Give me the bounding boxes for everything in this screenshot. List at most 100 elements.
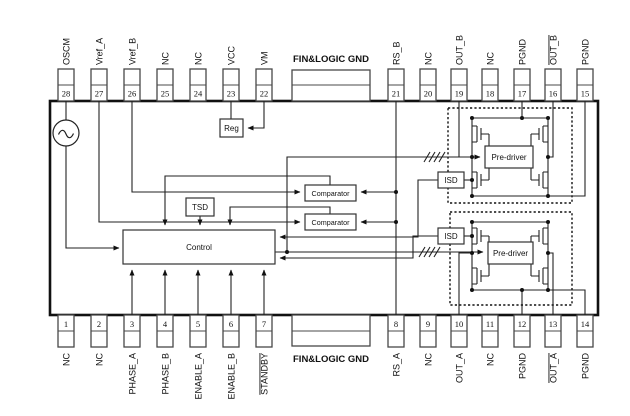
svg-text:PGND: PGND [581,38,591,65]
bridge-b-gate-leads [488,134,532,180]
svg-text:ISD: ISD [444,232,458,241]
svg-text:4: 4 [163,319,168,329]
svg-text:2: 2 [97,319,101,329]
junction-dots [285,116,550,292]
svg-text:19: 19 [455,89,464,99]
pin-8: 8RS_A [387,314,405,377]
ic-body-outline [48,99,600,317]
svg-text:NC: NC [95,353,105,366]
svg-text:ISD: ISD [444,176,458,185]
svg-text:27: 27 [95,89,104,99]
svg-text:RS_B: RS_B [392,41,402,65]
svg-text:1: 1 [64,319,68,329]
wire-osc-to-control [65,146,120,251]
pin-20: 20 NC [419,52,437,102]
tilde-icon [57,129,75,139]
svg-text:15: 15 [581,89,590,99]
bridge-a-rails [471,221,549,290]
bus-slash-b [423,151,446,163]
svg-text:13: 13 [549,319,558,329]
svg-text:OUT_A: OUT_A [455,353,465,383]
wire-isd2-to-control [279,235,438,261]
gnd-label-top: FIN&LOGIC GND [293,54,369,65]
svg-text:NC: NC [161,52,171,65]
pin-26: 26 Vref_B [123,38,141,102]
pin-15: 15 PGND [576,38,594,102]
svg-text:7: 7 [262,319,266,329]
svg-text:Comparator: Comparator [312,189,351,198]
pin-25: 25 NC [156,52,174,102]
svg-text:NC: NC [62,353,72,366]
hbridge-b-dashed-box [447,107,573,204]
pin-2: 2NC [90,314,108,366]
oscillator-symbol [52,119,80,147]
svg-text:Pre-driver: Pre-driver [493,249,528,258]
svg-text:23: 23 [227,89,236,99]
predriver-b-block: Pre-driver [484,145,534,169]
wire-comp2-to-control [227,206,331,226]
svg-text:11: 11 [486,319,494,329]
svg-text:OUT_B: OUT_B [455,35,465,65]
svg-text:PGND: PGND [518,38,528,65]
reg-block: Reg [219,118,244,138]
wire-pgnd15-rail [472,101,586,197]
comparator1-block: Comparator [304,184,357,202]
svg-text:Comparator: Comparator [312,218,351,227]
pin-21: 21 RS_B [387,41,405,102]
wire-vm-to-reg [247,101,265,131]
wire-outb [458,101,472,158]
svg-text:12: 12 [518,319,527,329]
pin-9: 9NC [419,314,437,366]
isd1-block: ISD [437,171,465,189]
tsd-block: TSD [185,197,215,217]
pin-1: 1NC [57,314,75,366]
wire-vrefa-to-comparator [98,101,301,225]
svg-text:20: 20 [424,89,433,99]
svg-text:ENABLE_A: ENABLE_A [194,353,204,400]
svg-text:NC: NC [424,52,434,65]
svg-text:Control: Control [186,243,212,252]
svg-text:25: 25 [161,89,170,99]
svg-text:18: 18 [486,89,495,99]
svg-text:PHASE_B: PHASE_B [161,353,171,395]
svg-text:Vref_B: Vref_B [128,38,138,65]
wire-outa [458,252,472,315]
comparator2-block: Comparator [304,213,357,231]
pin-19: 19 OUT_B [450,35,468,102]
svg-text:VM: VM [260,52,270,66]
svg-text:PGND: PGND [518,353,528,380]
svg-text:26: 26 [128,89,137,99]
svg-text:3: 3 [130,319,134,329]
wire-bus-predriver-b [286,154,481,252]
svg-text:14: 14 [581,319,590,329]
svg-text:NC: NC [194,52,204,65]
svg-text:6: 6 [229,319,233,329]
svg-text:17: 17 [518,89,527,99]
bridge-a-gate-leads [488,236,532,276]
svg-text:NC: NC [486,353,496,366]
wire-pgnd14-rail [472,289,586,315]
wires [65,101,586,315]
svg-text:24: 24 [194,89,203,99]
svg-text:21: 21 [392,89,401,99]
hbridge-a-dashed-box [449,211,573,306]
svg-text:Reg: Reg [224,124,239,133]
svg-text:16: 16 [549,89,558,99]
svg-text:PHASE_A: PHASE_A [128,353,138,395]
